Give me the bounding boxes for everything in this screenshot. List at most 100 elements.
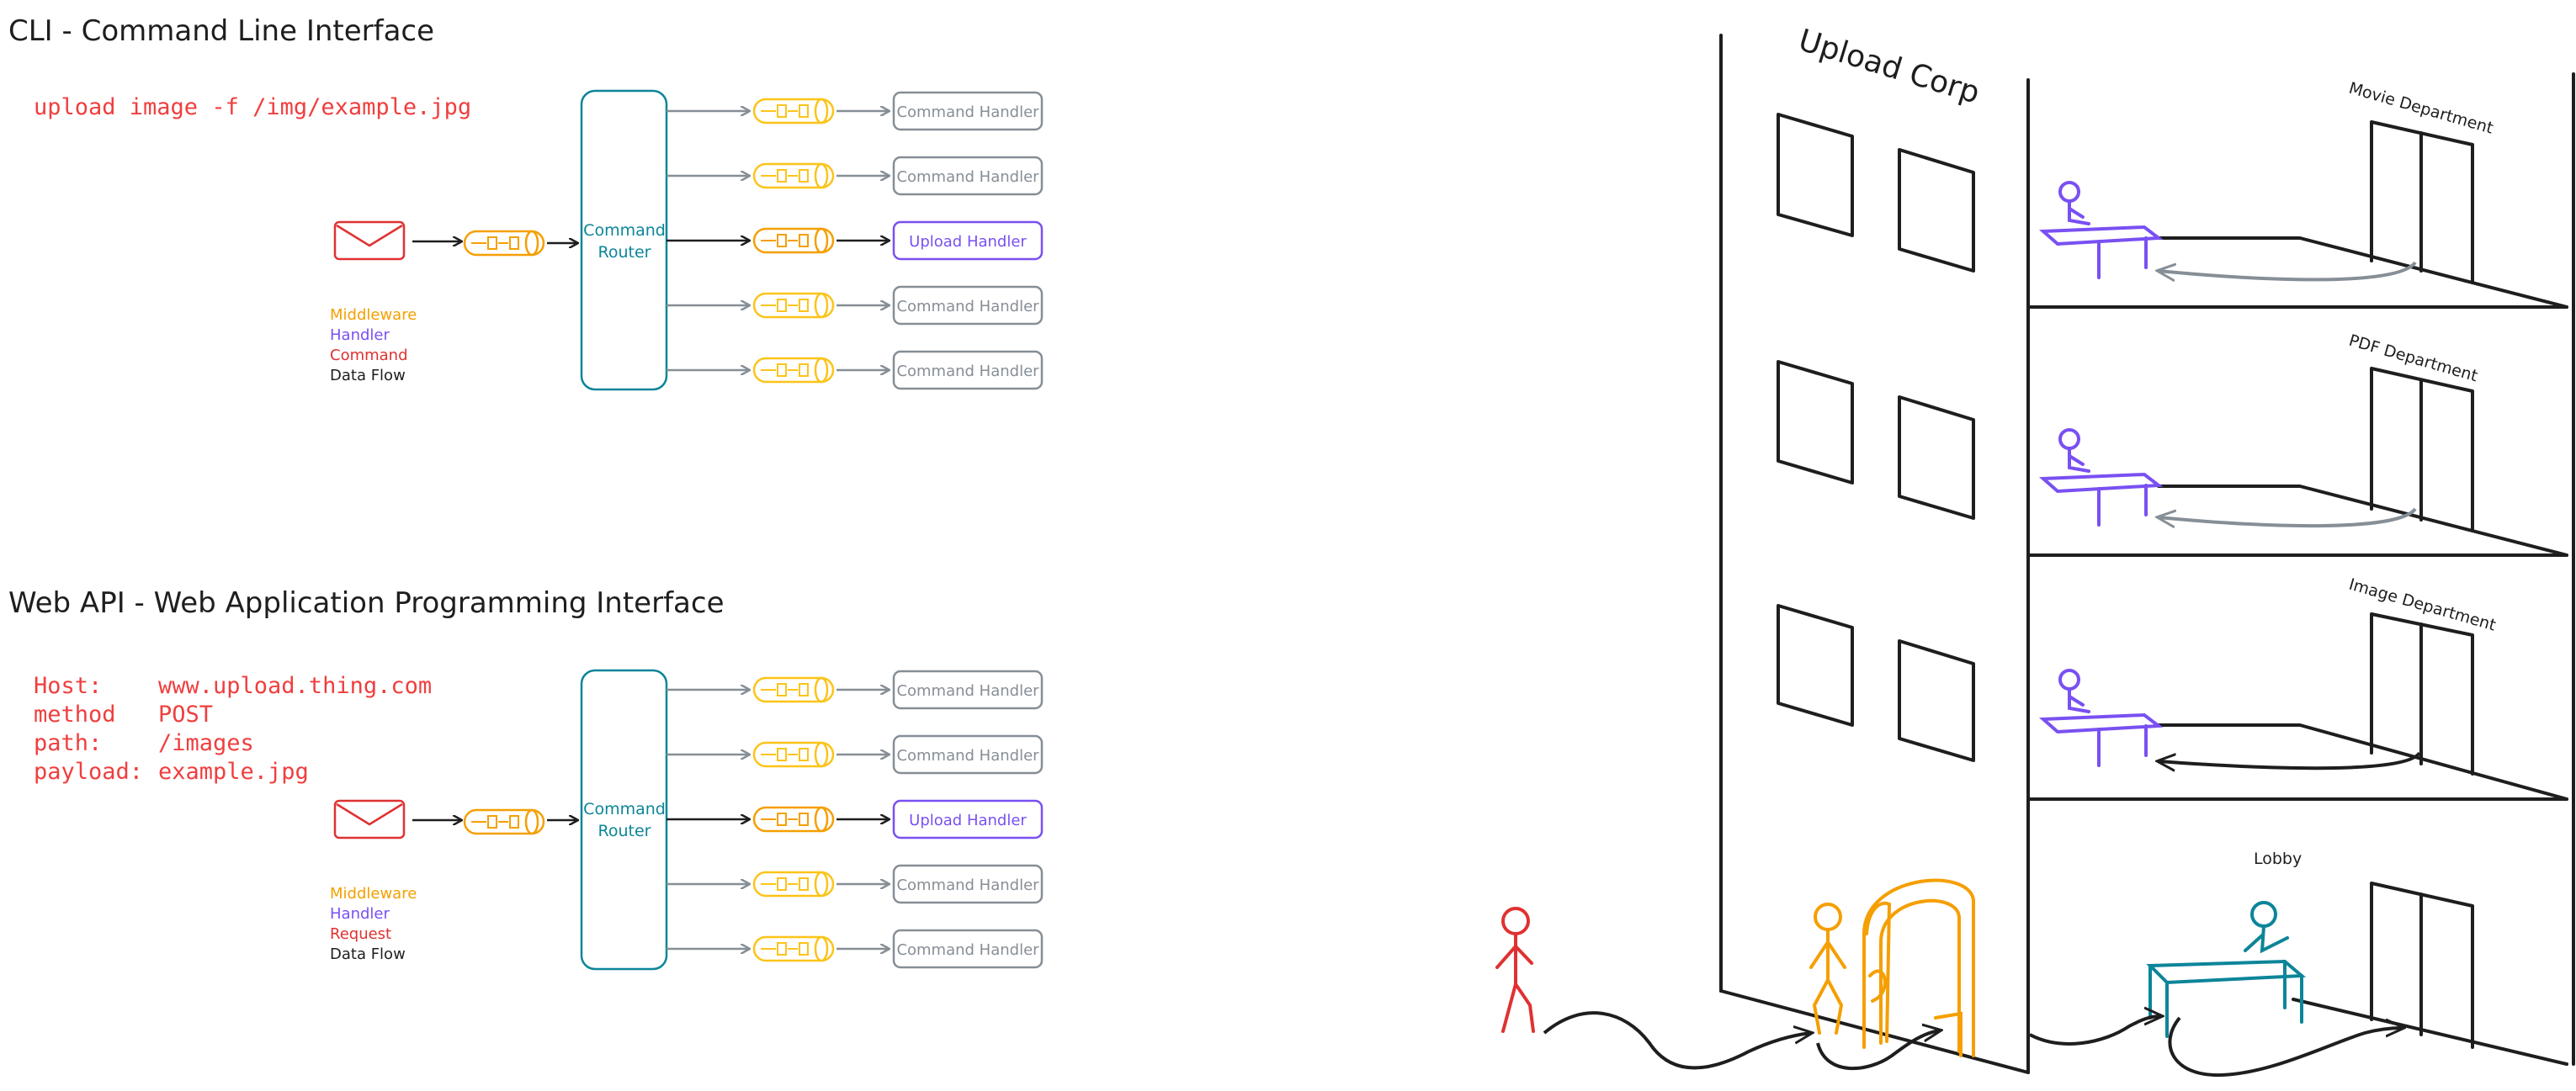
web-title: Web API - Web Application Programming In… [8,586,725,620]
request-path-value: /images [158,730,254,756]
request-method-key: method [34,702,116,728]
return-arrow [2159,751,2421,768]
legend-flow: Data Flow [330,367,406,384]
double-door-icon [2370,120,2474,283]
router-label-line1: Command [583,221,666,240]
legend-command: Command [330,347,408,364]
command-handler-box [892,285,1044,326]
department-label-movie: Movie Department [2347,79,2495,138]
return-arrow [2159,261,2417,279]
window [1898,148,1975,273]
path-arrow [2168,1016,2403,1078]
handler-row: Command Handler [667,156,1044,196]
building-base-line [1719,989,2030,1074]
command-handler-box [892,156,1044,196]
cli-title: CLI - Command Line Interface [8,14,434,48]
company-name: Upload Corp [1794,23,1984,110]
router-label-line2: Router [598,243,651,262]
handler-label: Command Handler [896,682,1039,700]
return-arrow [2159,507,2417,526]
legend-middleware: Middleware [330,885,417,903]
request-payload-value: example.jpg [158,759,309,785]
upload-handler-box [892,220,1044,261]
clerk-at-desk-icon [2038,181,2164,279]
command-handler-box [892,864,1044,904]
legend-handler: Handler [330,905,390,923]
middleware-pipe-icon [752,357,835,384]
cli-legend: Middleware Handler Command Data Flow [330,306,417,384]
middleware-pipe-icon [752,227,835,254]
handler-label: Command Handler [896,747,1039,765]
handler-row: Command Handler [667,864,1044,904]
middleware-pipe-icon [752,935,835,962]
walking-person-icon [1495,907,1535,1033]
command-router [580,669,668,971]
handler-row: Command Handler [667,350,1044,390]
middleware-pipe-icon [752,806,835,833]
handler-label: Command Handler [896,103,1039,121]
clerk-at-desk-icon [2038,428,2164,527]
pipe-icon [463,808,545,835]
cli-section: CLI - Command Line Interface upload imag… [8,14,1044,391]
cli-command: upload image -f /img/example.jpg [34,94,471,120]
middleware-pipe-icon [752,676,835,703]
command-handler-box [892,929,1044,969]
legend-flow: Data Flow [330,945,406,963]
pipe-icon [463,230,545,257]
window [1777,113,1854,237]
handler-label: Upload Handler [909,233,1027,251]
command-handler-box [892,734,1044,775]
handler-label: Command Handler [896,877,1039,894]
command-handler-box [892,350,1044,390]
request-method-value: POST [158,702,213,728]
legend-handler: Handler [330,326,390,344]
request-payload-key: payload: [34,759,143,785]
handler-row: Command Handler [667,670,1044,710]
handler-label: Command Handler [896,363,1039,380]
double-door-icon [2370,367,2474,532]
legend-middleware: Middleware [330,306,417,324]
command-router [580,89,668,391]
counter-line [2157,236,2568,309]
web-section: Web API - Web Application Programming In… [8,586,1044,971]
window [1898,395,1975,520]
handler-label: Command Handler [896,941,1039,959]
router-label-line2: Router [598,822,651,840]
command-handler-box [892,91,1044,131]
middleware-pipe-icon [752,741,835,768]
ground-line [2292,998,2568,1066]
envelope-icon [333,799,406,839]
handler-label: Upload Handler [909,812,1027,829]
double-door-icon [2370,882,2474,1049]
path-arrow [2029,1016,2161,1046]
request-block: Host: www.upload.thing.com method POST p… [34,673,432,785]
middleware-pipe-icon [752,98,835,124]
request-host-value: www.upload.thing.com [158,673,432,699]
window [1777,360,1854,485]
clerk-at-desk-icon [2146,901,2307,1038]
building-illustration [1719,34,2575,1074]
path-arrow [1816,1030,1940,1071]
path-arrow [1543,1011,1811,1070]
web-legend: Middleware Handler Request Data Flow [330,885,417,963]
lobby-label: Lobby [2254,850,2302,868]
handler-label: Command Handler [896,168,1039,186]
upload-handler-box [892,799,1044,839]
middleware-pipe-icon [752,162,835,189]
request-path-key: path: [34,730,102,756]
handler-row: Command Handler [667,91,1044,131]
handler-label: Command Handler [896,298,1039,315]
request-host-key: Host: [34,673,102,699]
command-handler-box [892,670,1044,710]
counter-line [2157,485,2568,557]
middleware-pipe-icon [752,871,835,898]
handler-row: Upload Handler [667,799,1044,839]
security-gate-icon [1862,878,1975,1057]
security-guard-icon [1809,903,1846,1035]
legend-request: Request [330,925,391,943]
router-label-line1: Command [583,800,666,818]
window [1898,639,1975,762]
